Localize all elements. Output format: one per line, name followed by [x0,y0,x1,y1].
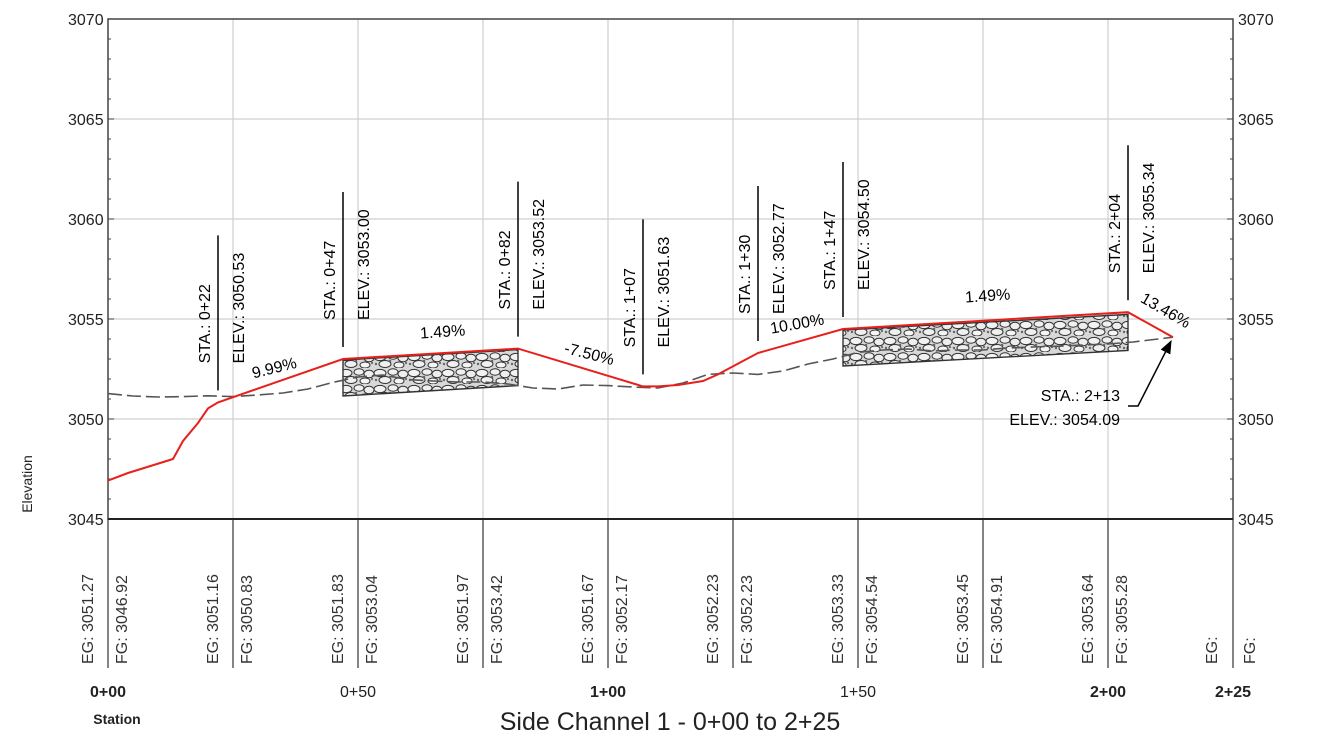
band-eg-value: EG: [1204,636,1221,664]
y-tick-label-right: 3070 [1238,12,1274,29]
band-fg-value: FG: 3052.17 [614,575,631,664]
band-fg-value: FG: [1242,637,1259,664]
riprap-blocks [342,313,1129,397]
y-axis-label: Elevation [19,455,35,513]
grade-label: 1.49% [964,286,1010,306]
band-eg-value: EG: 3053.45 [955,574,972,664]
riprap-block [842,313,1129,367]
band-eg-value: EG: 3051.67 [580,574,597,664]
y-tick-label-left: 3055 [68,312,104,329]
y-tick-label-left: 3050 [68,412,104,429]
grade-label: 9.99% [250,355,298,382]
band-eg-value: EG: 3051.27 [80,574,97,664]
y-tick-label-right: 3050 [1238,412,1274,429]
finished-grade-line [107,311,1174,482]
callout-elevation: ELEV.: 3053.00 [356,209,373,320]
axis-texts: Side Channel 1 - 0+00 to 2+25 Station El… [19,455,840,736]
band-eg-value: EG: 3051.83 [330,574,347,664]
callout-elevation: ELEV.: 3050.53 [231,253,248,364]
chart-title: Side Channel 1 - 0+00 to 2+25 [500,708,841,736]
band-fg-value: FG: 3054.91 [989,575,1006,664]
callout-elevation: ELEV.: 3051.63 [656,237,673,348]
band-fg-value: FG: 3055.28 [1114,575,1131,664]
callout-station: STA.: 1+47 [822,211,839,290]
x-tick-label: 0+50 [340,684,376,701]
band-eg-value: EG: 3053.33 [830,574,847,664]
callout-station: STA.: 1+30 [737,235,754,314]
band-fg-value: FG: 3054.54 [864,575,881,664]
callout-elevation: ELEV.: 3053.52 [531,199,548,310]
y-tick-label-right: 3065 [1238,112,1274,129]
callout-station: STA.: 0+47 [322,241,339,320]
band-eg-value: EG: 3052.23 [705,574,722,664]
x-tick-label: 0+00 [90,684,126,701]
axes: 3045 3045 3050 3050 3055 3055 3060 3060 3065 3065… [68,12,1274,701]
callout-station: STA.: 0+82 [497,230,514,309]
callout-elevation: ELEV.: 3052.77 [771,203,788,314]
x-axis-label: Station [93,711,140,727]
callout-station: STA.: 0+22 [197,284,214,363]
y-tick-label-left: 3045 [68,512,104,529]
callout-station: STA.: 1+07 [622,268,639,347]
band-fg-value: FG: 3050.83 [239,575,256,664]
band-eg-value: EG: 3053.64 [1080,574,1097,664]
x-tick-label: 1+00 [590,684,626,701]
band-fg-value: FG: 3046.92 [114,575,131,664]
x-tick-label: 1+50 [840,684,876,701]
band-fg-value: FG: 3053.42 [489,575,506,664]
y-tick-label-left: 3060 [68,212,104,229]
callout-elevation: ELEV.: 3055.34 [1141,162,1158,273]
callout-station: STA.: 2+04 [1107,194,1124,273]
y-tick-label-right: 3045 [1238,512,1274,529]
end-callout-elevation: ELEV.: 3054.09 [1009,412,1120,429]
y-tick-label-left: 3070 [68,12,104,29]
grade-label: 1.49% [419,322,465,342]
grid [108,19,1233,519]
existing-ground-line [107,336,1174,398]
end-callout-station: STA.: 2+13 [1041,388,1120,405]
band-fg-value: FG: 3052.23 [739,575,756,664]
y-tick-label-right: 3055 [1238,312,1274,329]
band-eg-value: EG: 3051.97 [455,574,472,664]
station-data-band: EG: 3051.27 FG: 3046.92 EG: 3051.16 FG: 305… [80,519,1259,668]
grade-label: 10.00% [769,311,825,337]
grade-label: 13.46% [1138,290,1193,332]
band-fg-value: FG: 3053.04 [364,575,381,664]
end-callout-arrow [1128,339,1172,407]
band-eg-value: EG: 3051.16 [205,574,222,664]
x-tick-label: 2+25 [1215,684,1251,701]
y-tick-label-left: 3065 [68,112,104,129]
series-lines [107,311,1174,482]
y-tick-label-right: 3060 [1238,212,1274,229]
x-tick-label: 2+00 [1090,684,1126,701]
callout-elevation: ELEV.: 3054.50 [856,179,873,290]
